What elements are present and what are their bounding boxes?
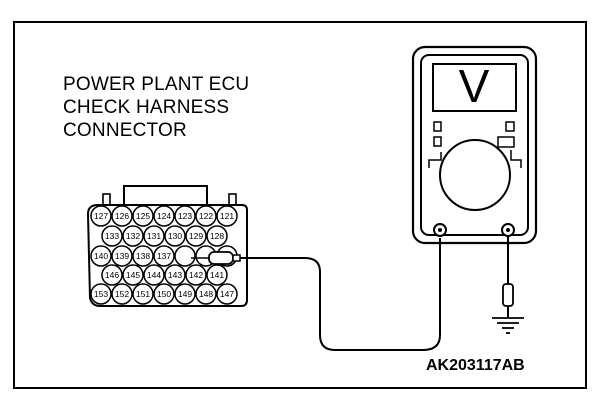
pin-number-label: 151: [136, 289, 150, 299]
connector-pin: [122, 225, 144, 247]
pin-number-label: 150: [157, 289, 171, 299]
multimeter-body: [411, 45, 538, 245]
dial-marking-left: [428, 152, 442, 168]
pin-number-label: 124: [157, 211, 171, 221]
connector-pin: [153, 245, 175, 267]
pin-number-label: 130: [168, 231, 182, 241]
pin-number-label: 128: [210, 231, 224, 241]
harness-connector: 127 126 125 124 123 122 121 133 132 131 130 129 128 1…: [86, 185, 248, 307]
connector-pin: [101, 225, 123, 247]
connector-pin: [111, 245, 133, 267]
connector-pin: [143, 264, 165, 286]
indicator-mid-left: [433, 136, 442, 147]
connector-pin: [216, 205, 238, 227]
pin-number-label: 123: [178, 211, 192, 221]
connector-pin: [164, 225, 186, 247]
indicator-mid-right: [497, 136, 515, 148]
indicator-top-right: [505, 121, 515, 132]
connector-pin: [164, 264, 186, 286]
selector-dial[interactable]: [439, 139, 511, 211]
connector-pin: [111, 205, 133, 227]
probe-handle: [208, 251, 234, 265]
connector-pins: 127 126 125 124 123 122 121 133 132 131 130 129 128 1…: [90, 205, 238, 305]
connector-post-right: [228, 193, 237, 206]
display-reading: V: [459, 60, 490, 112]
v-jack-center: [506, 228, 510, 232]
test-lead-wire: [240, 238, 441, 351]
connector-pin: [174, 205, 196, 227]
figure-code: AK203117AB: [426, 357, 525, 374]
figure-frame: [13, 21, 587, 389]
connector-housing: [86, 204, 248, 307]
connector-pin: [174, 245, 196, 267]
com-jack-center: [438, 228, 442, 232]
pin-number-label: 138: [136, 251, 150, 261]
dial-marking-right: [510, 150, 522, 168]
connector-pin: [143, 225, 165, 247]
indicator-top-left: [433, 121, 442, 132]
multimeter-bezel: [420, 54, 529, 236]
connector-pin: [122, 264, 144, 286]
multimeter: [411, 45, 538, 245]
connector-pin: [90, 205, 112, 227]
connector-post-left: [102, 193, 111, 206]
connector-pin: [132, 205, 154, 227]
pin-number-label: 145: [126, 270, 140, 280]
pin-number-label: 121: [220, 211, 234, 221]
caption-line-3: CONNECTOR: [63, 120, 187, 141]
pin-number-label: 139: [115, 251, 129, 261]
connector-pin: [90, 283, 112, 305]
connector-pin: [216, 283, 238, 305]
connector-pin: [111, 283, 133, 305]
connector-latch: [123, 185, 208, 205]
connector-pin: [206, 264, 228, 286]
ground-lead: [492, 236, 524, 334]
connector-pin: [132, 245, 154, 267]
connector-pin: [90, 245, 112, 267]
pin-number-label: 140: [94, 251, 108, 261]
pin-number-label: 122: [199, 211, 213, 221]
pin-number-label: 149: [178, 289, 192, 299]
connector-pin: [153, 205, 175, 227]
pin-number-label: 131: [147, 231, 161, 241]
pin-number-label: 133: [105, 231, 119, 241]
caption-line-2: CHECK HARNESS: [63, 97, 230, 118]
multimeter-display: [432, 63, 517, 112]
connector-pin: [132, 283, 154, 305]
pin-number-label: 127: [94, 211, 108, 221]
pin-number-label: 146: [105, 270, 119, 280]
connector-pin: [185, 225, 207, 247]
ground-clip: [502, 283, 514, 307]
connector-pin: [185, 264, 207, 286]
pin-number-label: 142: [189, 270, 203, 280]
caption-line-1: POWER PLANT ECU: [63, 74, 250, 95]
pin-number-label: 144: [147, 270, 161, 280]
connector-pin: [153, 283, 175, 305]
pin-number-label: 152: [115, 289, 129, 299]
connector-pin: [101, 264, 123, 286]
pin-number-label: 137: [157, 251, 171, 261]
test-probe: [191, 251, 241, 265]
pin-number-label: 129: [189, 231, 203, 241]
pin-number-label: 141: [210, 270, 224, 280]
pin-number-label: 143: [168, 270, 182, 280]
connector-pin: [195, 283, 217, 305]
pin-number-label: 126: [115, 211, 129, 221]
pin-number-label: 125: [136, 211, 150, 221]
pin-number-label: 147: [220, 289, 234, 299]
pin-number-label: 153: [94, 289, 108, 299]
pin-number-label: 132: [126, 231, 140, 241]
probe-collar: [232, 254, 241, 262]
connector-pin: [195, 205, 217, 227]
pin-number-label: 148: [199, 289, 213, 299]
connector-pin: [174, 283, 196, 305]
connector-pin: [206, 225, 228, 247]
